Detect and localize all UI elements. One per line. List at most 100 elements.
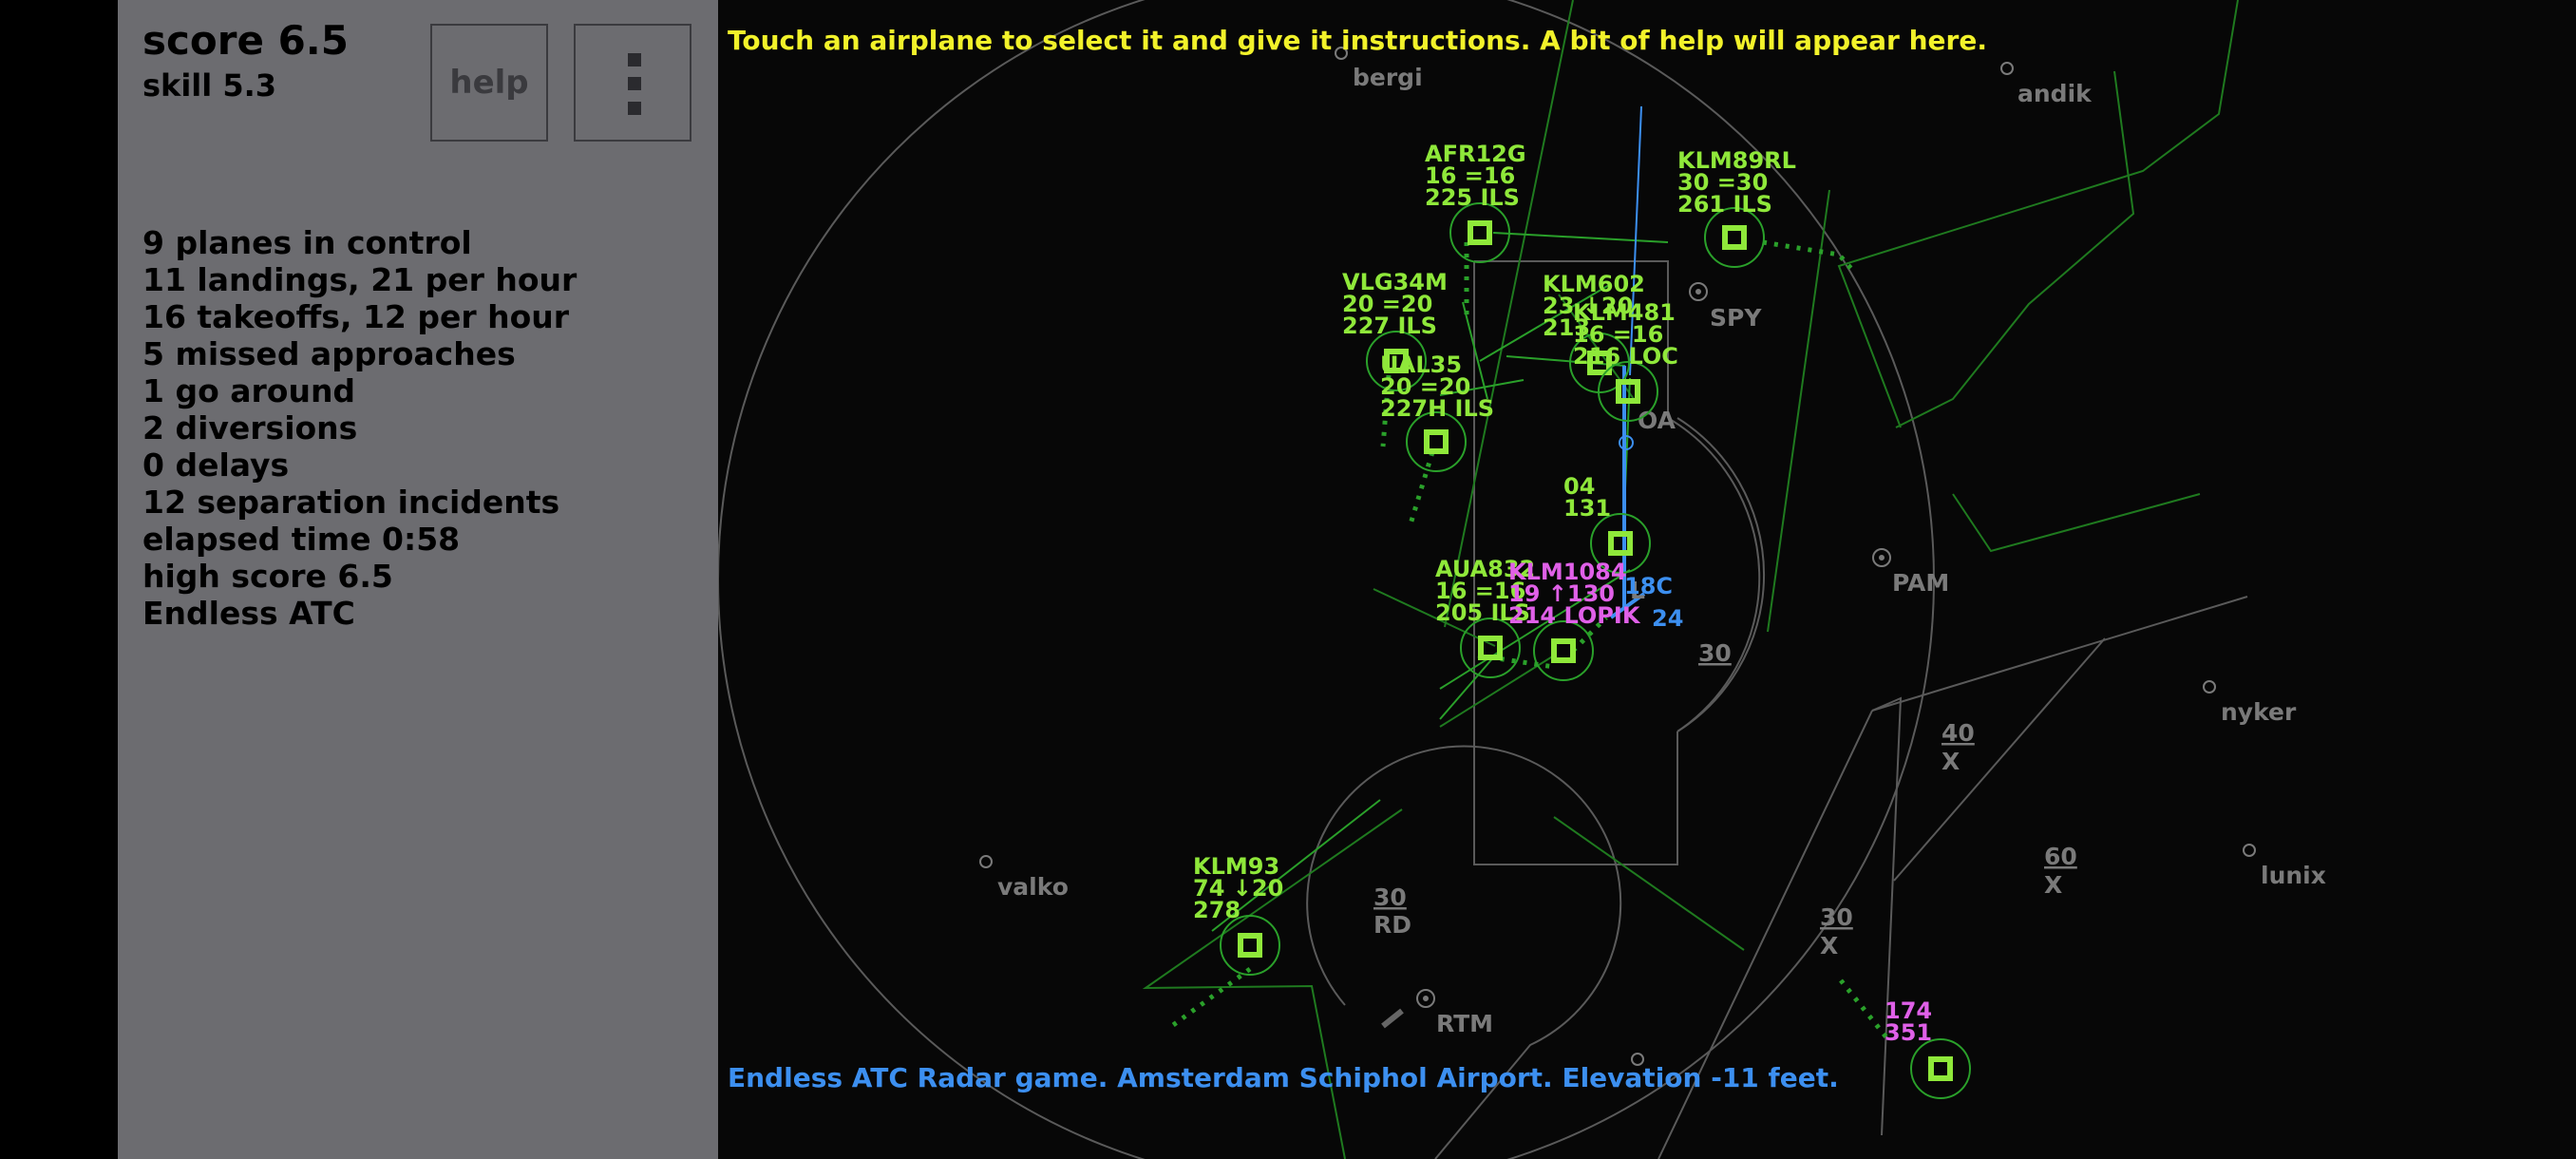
stat-landings: 11 landings, 21 per hour: [142, 261, 578, 298]
aircraft-tag-line: VLG34M: [1342, 269, 1448, 295]
aircraft-symbol-icon: [1616, 379, 1640, 404]
aircraft-ring: [1910, 1038, 1971, 1099]
aircraft-symbol-icon: [1384, 349, 1409, 373]
waypoint-icon: [1335, 47, 1348, 60]
stat-elapsed: elapsed time 0:58: [142, 521, 461, 558]
runway-labels: 18C 24: [1624, 573, 1683, 632]
aircraft[interactable]: [1590, 513, 1651, 574]
aircraft[interactable]: [1406, 411, 1467, 472]
aircraft-symbol-icon: [1478, 636, 1503, 660]
aircraft-tag-line: KLM1084: [1508, 559, 1627, 585]
aircraft-tag-line: 261 ILS: [1677, 191, 1772, 218]
aircraft[interactable]: [1598, 361, 1658, 422]
stat-delays: 0 delays: [142, 446, 290, 484]
stat-planes: 9 planes in control: [142, 224, 472, 261]
aircraft-tag-line: 278: [1193, 897, 1241, 923]
aircraft[interactable]: [1220, 915, 1280, 976]
aircraft-symbol-icon: [1424, 429, 1449, 454]
aircraft-tag-line: 30 =30: [1677, 169, 1768, 196]
waypoint-labels: bergi andik SPY PAM nyker lunix valko RT…: [997, 64, 2326, 1037]
radar-screen[interactable]: bergi andik SPY PAM nyker lunix valko RT…: [718, 0, 2576, 1159]
waypoint-l: L: [1630, 577, 1645, 604]
approach-line: [1629, 105, 1642, 376]
info-panel: score 6.5 skill 5.3 help 9 planes in con…: [118, 0, 718, 1159]
menu-button[interactable]: [574, 24, 691, 142]
aircraft-tag-line: 131: [1563, 495, 1611, 522]
waypoint-icon: [1631, 1053, 1644, 1066]
aircraft-ring: [1598, 361, 1658, 422]
waypoint-icon: [2000, 62, 2014, 75]
aircraft[interactable]: [1910, 1038, 1971, 1099]
aircraft-tag-line: 205 ILS: [1435, 599, 1530, 626]
aircraft-tag-line: KLM93: [1193, 853, 1279, 880]
aircraft-symbol-icon: [1608, 531, 1633, 556]
aircraft-symbol-icon: [1928, 1056, 1953, 1081]
runway-label-18c: 18C: [1624, 573, 1673, 599]
aircraft-tag-line: 23 ↓20: [1543, 293, 1633, 319]
status-message: Endless ATC Radar game. Amsterdam Schiph…: [728, 1062, 1839, 1093]
waypoint-rtm: RTM: [1436, 1010, 1493, 1037]
stat-missed: 5 missed approaches: [142, 335, 516, 372]
aircraft-symbol-icon: [1238, 933, 1262, 958]
waypoint-icon: [979, 855, 993, 868]
waypoint-icon: [2243, 844, 2256, 857]
aircraft[interactable]: [1366, 331, 1427, 391]
waypoint-bergi: bergi: [1353, 64, 1423, 91]
aircraft[interactable]: [1533, 620, 1594, 681]
aircraft-ring: [1366, 331, 1427, 391]
airspace-outlines: [1306, 260, 2248, 1159]
aircraft-ring: [1220, 915, 1280, 976]
radar-map[interactable]: bergi andik SPY PAM nyker lunix valko RT…: [718, 0, 2576, 1159]
vor-icon: [1689, 282, 1708, 301]
help-button[interactable]: help: [430, 24, 548, 142]
trails: [1167, 239, 1888, 1039]
waypoint-spy: SPY: [1710, 304, 1762, 332]
aircraft[interactable]: [1460, 618, 1521, 678]
aircraft-tag-line: 74 ↓20: [1193, 875, 1283, 902]
vor-icon: [1872, 548, 1891, 567]
airways: [1142, 0, 2239, 1159]
aircraft-tag-line: UAL35: [1380, 352, 1462, 378]
aircraft-tag-line: 225 ILS: [1425, 184, 1520, 211]
aircraft-tag-line: KLM481: [1573, 299, 1676, 326]
aircraft-tag-line: 16 =16: [1425, 162, 1515, 189]
aircraft-tag-line: KLM602: [1543, 271, 1645, 297]
zone-alt: 30: [1698, 639, 1732, 667]
aircraft-tag-line: 227H ILS: [1380, 395, 1494, 422]
score-text: score 6.5: [142, 17, 349, 64]
aircraft[interactable]: [1704, 207, 1765, 268]
aircraft-tag-line: 214 LOPIK: [1508, 602, 1641, 629]
waypoint-markers: [979, 47, 2256, 1066]
aircraft-ring: [1460, 618, 1521, 678]
aircraft-tag-line: 19 ↑130: [1508, 580, 1615, 607]
stat-go-around: 1 go around: [142, 372, 356, 409]
zone-sub: X: [1820, 932, 1838, 960]
aircraft-tag-line: AFR12G: [1425, 141, 1526, 167]
aircraft[interactable]: [1449, 202, 1510, 263]
aircraft-tag-line: 216 LOC: [1573, 343, 1678, 370]
range-ring: [718, 0, 1935, 1159]
runway-24: [1609, 592, 1646, 619]
rtm-runway: [1381, 1008, 1404, 1029]
aircraft-ring: [1449, 202, 1510, 263]
aircraft-tag-line: KLM89RL: [1677, 147, 1796, 174]
aircraft-tag-line: 174: [1885, 998, 1932, 1024]
aircraft-tag-line: AUA832: [1435, 556, 1535, 582]
aircraft-tag-line: 213: [1543, 314, 1590, 341]
aircraft-layer[interactable]: [1220, 202, 1971, 1099]
zone-alt: 60: [2044, 843, 2077, 870]
aircraft-tag-line: 16 =16: [1435, 578, 1525, 604]
stat-highscore: high score 6.5: [142, 558, 393, 595]
stats-list: 9 planes in control 11 landings, 21 per …: [142, 224, 577, 632]
zone-alt: 30: [1820, 903, 1853, 931]
zone-alt: 30: [1373, 884, 1407, 911]
zone-sub: X: [2044, 871, 2062, 899]
oa-marker: [1619, 435, 1634, 450]
